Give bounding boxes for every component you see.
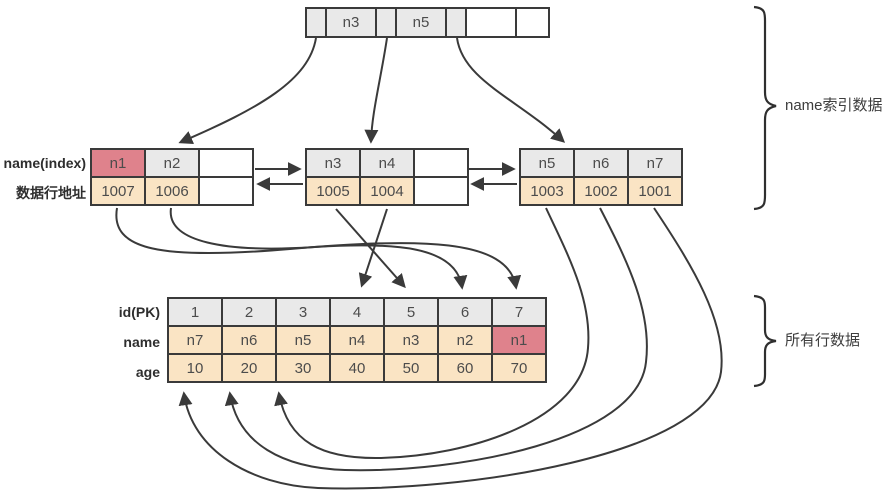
table-age-cell: 10 bbox=[167, 353, 223, 383]
root-pointer-cell bbox=[445, 7, 467, 38]
leaf-address-cell: 1002 bbox=[573, 176, 629, 206]
arrow-root-to-leaf2 bbox=[364, 37, 388, 144]
table-name-cell: n2 bbox=[437, 325, 493, 355]
table-id-cell: 2 bbox=[221, 297, 277, 327]
leaf-node-1: n1 n2 1007 1006 bbox=[90, 148, 254, 206]
row-table: 1 2 3 4 5 6 7 n7 n6 n5 n4 n3 n2 n1 10 20… bbox=[167, 297, 547, 383]
leaf-address-cell bbox=[413, 176, 469, 206]
table-age-cell: 30 bbox=[275, 353, 331, 383]
table-id-cell: 4 bbox=[329, 297, 385, 327]
leaf-address-cell: 1005 bbox=[305, 176, 361, 206]
leaf-key-cell bbox=[198, 148, 254, 178]
table-name-cell: n7 bbox=[167, 325, 223, 355]
arrow-1004-to-col4 bbox=[358, 208, 388, 288]
table-row-name: n7 n6 n5 n4 n3 n2 n1 bbox=[167, 325, 547, 355]
table-age-cell: 60 bbox=[437, 353, 493, 383]
table-age-cell: 20 bbox=[221, 353, 277, 383]
leaf-address-cell: 1003 bbox=[519, 176, 575, 206]
label-name-index-data: name索引数据 bbox=[785, 97, 883, 114]
table-id-cell: 7 bbox=[491, 297, 547, 327]
table-row-id: 1 2 3 4 5 6 7 bbox=[167, 297, 547, 327]
leaf-address-cell: 1001 bbox=[627, 176, 683, 206]
table-name-cell: n4 bbox=[329, 325, 385, 355]
table-name-cell: n6 bbox=[221, 325, 277, 355]
label-name-index-row: name(index) bbox=[3, 155, 86, 171]
table-age-cell: 50 bbox=[383, 353, 439, 383]
brace-index-data bbox=[753, 5, 777, 211]
leaf-key-cell: n1 bbox=[90, 148, 146, 178]
arrow-1005-to-col5 bbox=[335, 208, 406, 289]
arrow-1006-to-col6 bbox=[169, 207, 468, 290]
leaf-key-cell: n7 bbox=[627, 148, 683, 178]
root-key-cell: n3 bbox=[325, 7, 377, 38]
table-age-cell: 40 bbox=[329, 353, 385, 383]
label-all-row-data: 所有行数据 bbox=[785, 332, 861, 349]
root-node: n3 n5 bbox=[305, 7, 550, 38]
root-pointer-cell bbox=[305, 7, 327, 38]
brace-row-data bbox=[753, 294, 777, 388]
leaf-address-cell: 1004 bbox=[359, 176, 415, 206]
arrow-root-to-leaf3 bbox=[456, 37, 566, 143]
leaf-key-cell: n4 bbox=[359, 148, 415, 178]
table-age-cell: 70 bbox=[491, 353, 547, 383]
leaf-key-cell: n6 bbox=[573, 148, 629, 178]
table-id-cell: 5 bbox=[383, 297, 439, 327]
leaf-address-cell bbox=[198, 176, 254, 206]
leaf-address-cell: 1006 bbox=[144, 176, 200, 206]
label-id-pk: id(PK) bbox=[118, 304, 160, 320]
table-id-cell: 1 bbox=[167, 297, 223, 327]
table-id-cell: 6 bbox=[437, 297, 493, 327]
table-name-cell-highlighted: n1 bbox=[491, 325, 547, 355]
leaf-key-cell: n3 bbox=[305, 148, 361, 178]
leaf-key-cell bbox=[413, 148, 469, 178]
root-empty-cell bbox=[465, 7, 517, 38]
leaf-key-cell: n5 bbox=[519, 148, 575, 178]
leaf-address-cell: 1007 bbox=[90, 176, 146, 206]
leaf-node-3: n5 n6 n7 1003 1002 1001 bbox=[519, 148, 683, 206]
arrow-root-to-leaf1 bbox=[178, 37, 317, 145]
label-row-address: 数据行地址 bbox=[16, 185, 86, 201]
label-name: name bbox=[123, 334, 160, 350]
table-id-cell: 3 bbox=[275, 297, 331, 327]
table-name-cell: n3 bbox=[383, 325, 439, 355]
table-row-age: 10 20 30 40 50 60 70 bbox=[167, 353, 547, 383]
root-pointer-cell bbox=[375, 7, 397, 38]
arrow-1007-to-col7 bbox=[115, 207, 522, 290]
table-name-cell: n5 bbox=[275, 325, 331, 355]
leaf-key-cell: n2 bbox=[144, 148, 200, 178]
leaf-node-2: n3 n4 1005 1004 bbox=[305, 148, 469, 206]
root-empty-cell bbox=[515, 7, 550, 38]
label-age: age bbox=[135, 364, 160, 380]
root-key-cell: n5 bbox=[395, 7, 447, 38]
